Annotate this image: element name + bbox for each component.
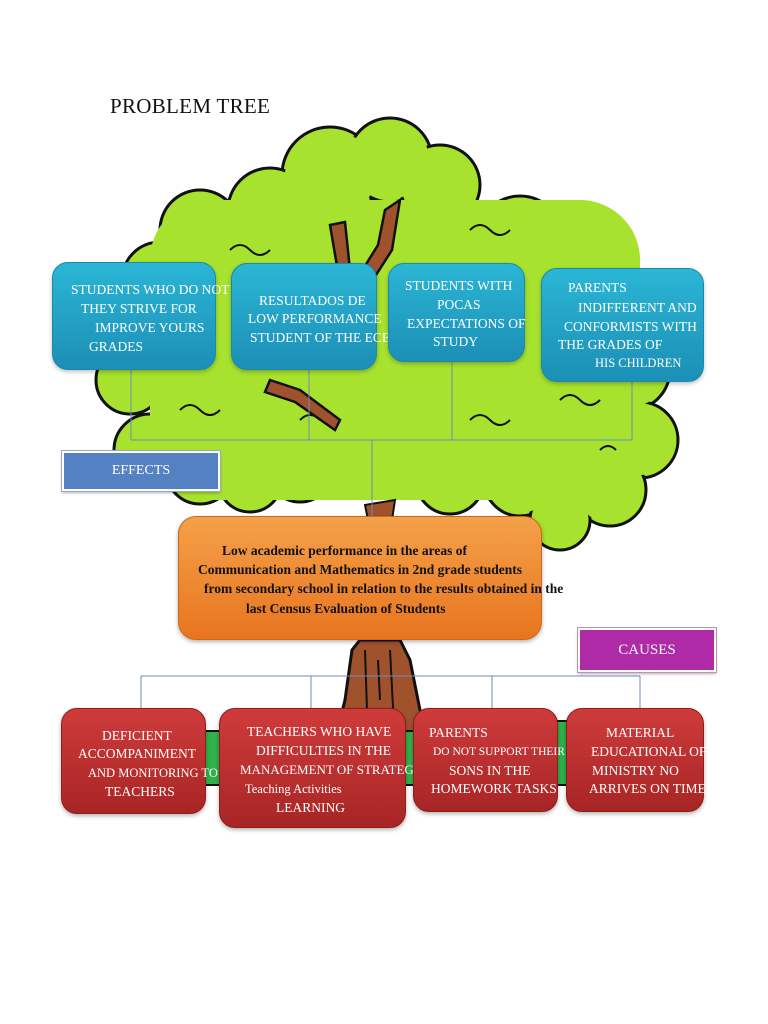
effects-label: EFFECTS [61, 450, 221, 492]
effects-connectors [130, 362, 633, 516]
effect-box-1: STUDENTS WHO DO NOT THEY STRIVE FOR IMPR… [52, 262, 229, 370]
effect-box-4: PARENTS INDIFFERENT AND CONFORMISTS WITH… [541, 268, 704, 382]
effect-box-3: STUDENTS WITH POCAS EXPECTATIONS OF STUD… [388, 263, 526, 362]
causes-label: CAUSES [577, 627, 717, 673]
cause-box-1: DEFICIENT ACCOMPANIMENT AND MONITORING T… [61, 708, 218, 814]
cause-box-2: TEACHERS WHO HAVE DIFFICULTIES IN THE MA… [219, 708, 433, 828]
causes-connectors [140, 675, 641, 708]
effect-box-2: RESULTADOS DE LOW PERFORMANCE STUDENT OF… [231, 263, 390, 370]
cause-box-3: PARENTS DO NOT SUPPORT THEIR SONS IN THE… [413, 708, 565, 812]
central-problem-box: Low academic performance in the areas of… [178, 516, 563, 640]
page-title: PROBLEM TREE [110, 94, 271, 118]
cause-box-4: MATERIAL EDUCATIONAL OF MINISTRY NO ARRI… [566, 708, 706, 812]
